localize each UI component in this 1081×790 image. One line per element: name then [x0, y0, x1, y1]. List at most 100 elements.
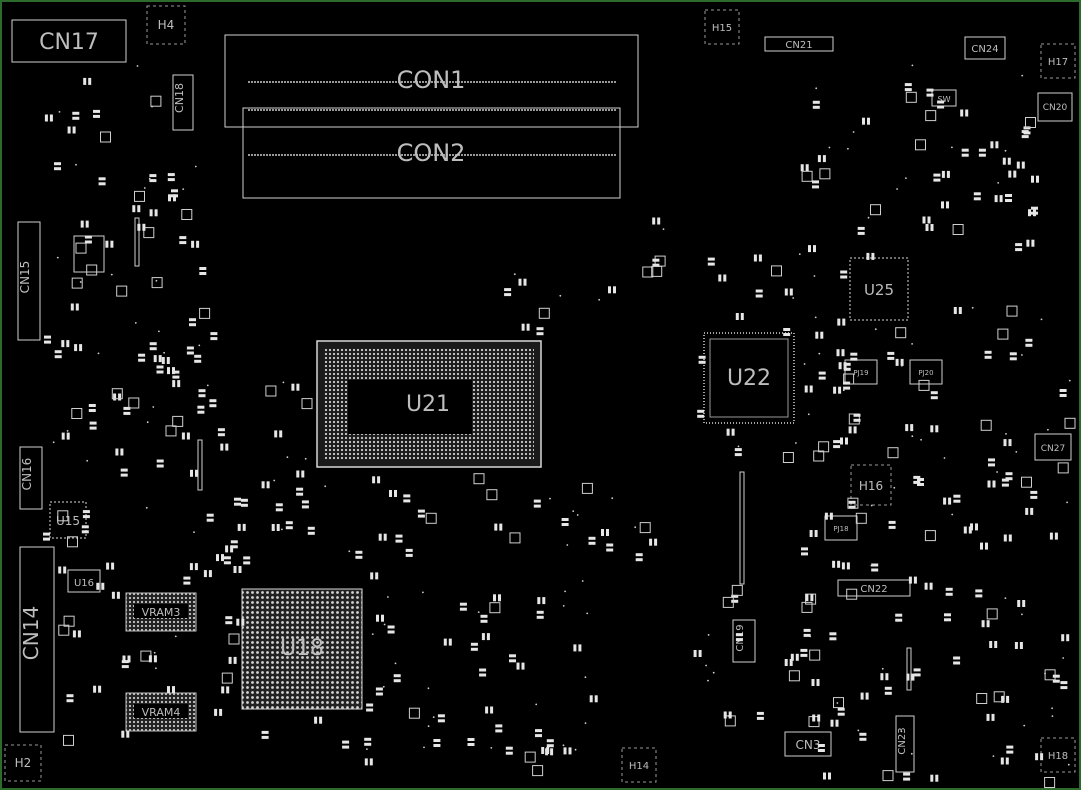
smd-pad: [387, 630, 395, 634]
smd-pad: [895, 613, 903, 617]
small-ic: [855, 512, 867, 524]
smd-pad: [189, 323, 196, 327]
smd-pad: [995, 141, 999, 149]
cn23: CN23: [895, 715, 915, 773]
smd-pad: [800, 648, 808, 652]
u18-chip: U18: [241, 588, 363, 710]
via: [662, 228, 665, 231]
smd-pad: [233, 656, 237, 664]
via: [182, 188, 185, 191]
small-ic: [63, 734, 74, 746]
smd-pad: [953, 494, 961, 498]
smd-pad: [504, 293, 512, 297]
smd-pad: [846, 562, 850, 570]
smd-pad: [485, 706, 489, 714]
smd-pad: [1003, 439, 1007, 447]
small-ic: [642, 266, 654, 278]
h17: H17: [1040, 43, 1076, 79]
via: [847, 147, 849, 150]
smd-pad: [588, 541, 596, 545]
via: [798, 253, 801, 256]
pu18-label: PJ18: [833, 525, 848, 533]
smd-pad: [755, 294, 763, 298]
smd-pad: [217, 433, 225, 437]
via: [634, 526, 637, 529]
smd-pad: [816, 679, 820, 686]
small-ic: [788, 670, 800, 682]
via: [705, 664, 707, 667]
smd-pad: [137, 223, 141, 231]
smd-pad: [832, 560, 836, 568]
long-strip: [739, 471, 745, 585]
smd-pad: [926, 88, 934, 92]
small-ic: [952, 224, 964, 235]
smd-pad: [181, 432, 185, 440]
small-ic: [801, 601, 813, 613]
smd-pad: [88, 77, 92, 85]
small-ic: [199, 307, 211, 319]
smd-pad: [980, 542, 983, 550]
smd-pad: [606, 548, 614, 552]
via: [911, 435, 914, 438]
smd-pad: [291, 383, 295, 391]
smd-pad: [805, 164, 809, 172]
smd-pad: [913, 673, 921, 677]
smd-pad: [1006, 695, 1010, 703]
smd-pad: [395, 534, 403, 538]
smd-pad: [1015, 248, 1023, 252]
smd-pad: [234, 502, 241, 506]
smd-pad: [817, 714, 821, 722]
sw-label: SW: [938, 95, 951, 104]
smd-pad: [342, 740, 350, 744]
pu18-part: PJ18: [824, 515, 858, 541]
small-ic: [71, 277, 83, 289]
smd-pad: [498, 594, 501, 602]
smd-pad: [403, 494, 411, 498]
smd-pad: [225, 621, 233, 625]
smd-pad: [378, 533, 382, 541]
smd-pad: [479, 673, 487, 677]
smd-pad: [43, 532, 50, 536]
smd-pad: [49, 114, 53, 122]
smd-pad: [731, 599, 739, 603]
smd-pad: [206, 518, 214, 522]
via: [366, 748, 368, 750]
smd-pad: [242, 523, 246, 531]
smd-pad: [913, 576, 917, 584]
cn18: CN18: [172, 74, 194, 131]
smd-pad: [913, 668, 921, 672]
smd-pad: [355, 555, 363, 559]
smd-pad: [220, 443, 224, 451]
smd-pad: [161, 357, 165, 364]
smd-pad: [98, 182, 106, 186]
via: [143, 187, 146, 189]
u21-label: U21: [406, 392, 450, 417]
via: [273, 479, 276, 482]
smd-pad: [72, 126, 76, 134]
smd-pad: [301, 470, 305, 478]
smd-pad: [1060, 681, 1068, 685]
smd-pad: [66, 694, 74, 698]
via: [562, 605, 565, 607]
smd-pad: [1021, 161, 1025, 169]
smd-pad: [383, 533, 387, 541]
smd-pad: [405, 553, 413, 557]
smd-pad: [93, 685, 97, 693]
smd-pad: [168, 194, 171, 202]
h14-label: H14: [629, 761, 649, 772]
h16: H16: [850, 464, 892, 506]
smd-pad: [941, 170, 945, 178]
smd-pad: [888, 525, 896, 529]
via: [174, 635, 177, 638]
small-ic: [782, 452, 794, 463]
smd-pad: [153, 355, 157, 363]
smd-pad: [606, 529, 609, 536]
via: [900, 730, 903, 733]
smd-pad: [953, 307, 957, 314]
smd-pad: [459, 602, 467, 606]
smd-pad: [433, 739, 441, 742]
via: [896, 188, 898, 190]
smd-pad: [698, 355, 706, 359]
smd-pad: [533, 499, 541, 503]
small-ic: [1064, 417, 1076, 429]
